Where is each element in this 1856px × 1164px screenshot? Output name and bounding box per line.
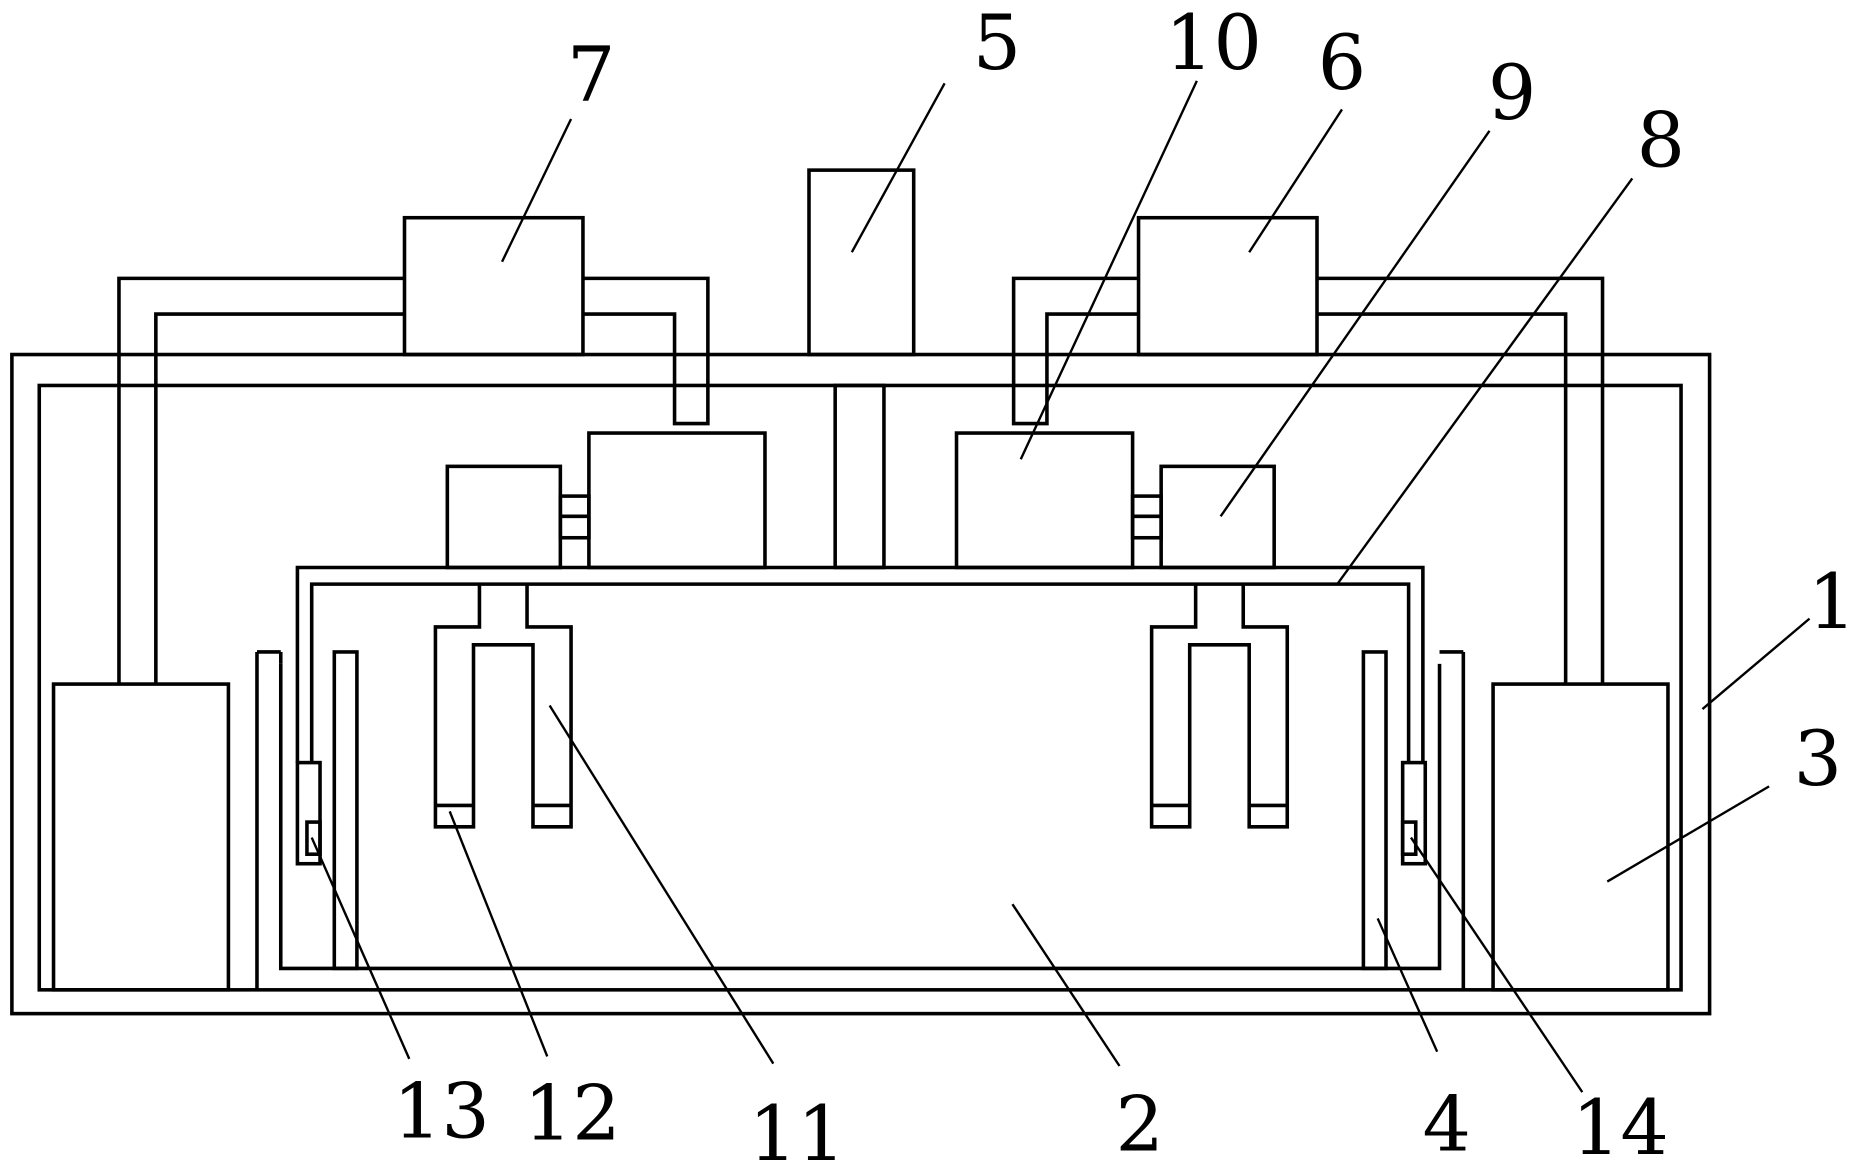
right-guide-plate	[1361, 650, 1388, 971]
right-sensor-housing	[1400, 760, 1428, 866]
pump-6	[1011, 215, 1605, 685]
left-pump-pipe-inner	[154, 312, 405, 685]
leader-13	[310, 837, 411, 1060]
leader-14	[1409, 836, 1584, 1093]
motor-body	[807, 168, 916, 357]
label-6: 6	[1318, 18, 1366, 107]
leader-9	[1219, 130, 1491, 518]
left-fork	[433, 584, 573, 829]
label-14: 14	[1572, 1083, 1669, 1164]
right-pump-outlet-pipe	[1011, 276, 1139, 426]
leader-2	[1011, 903, 1121, 1067]
motor-5	[807, 168, 916, 570]
left-tank	[51, 682, 231, 992]
left-spray-unit	[587, 431, 767, 570]
pump-7	[117, 215, 710, 685]
right-sensor-14	[1400, 820, 1418, 856]
motor-shaft	[833, 383, 886, 570]
left-pump-body	[402, 215, 585, 357]
leader-5	[850, 82, 946, 253]
chamber-2	[255, 650, 1466, 990]
housing-1	[10, 352, 1712, 1016]
right-tank	[1491, 682, 1670, 992]
leader-1	[1701, 617, 1811, 710]
guide-plates-4	[332, 650, 1388, 971]
sensors-13-14	[295, 760, 1428, 866]
frame-8	[295, 565, 1425, 763]
leader-7	[500, 118, 573, 263]
leader-12	[448, 810, 549, 1057]
frame-outer	[295, 565, 1425, 763]
label-10: 10	[1165, 0, 1262, 87]
chamber-outer	[278, 663, 1442, 971]
label-13: 13	[393, 1066, 490, 1155]
leader-11	[548, 704, 775, 1065]
leader-3	[1606, 785, 1770, 883]
housing-inner-wall	[37, 383, 1683, 992]
small-unit-9	[1159, 464, 1276, 570]
left-sensor-housing	[295, 760, 322, 866]
leader-lines	[310, 80, 1811, 1093]
label-8: 8	[1637, 96, 1685, 185]
right-fork	[1149, 584, 1290, 829]
left-small-unit	[445, 464, 563, 570]
label-12: 12	[524, 1069, 621, 1158]
forks-11	[433, 584, 1290, 829]
label-1: 1	[1808, 557, 1856, 646]
label-11: 11	[749, 1089, 846, 1164]
tanks-3	[51, 682, 1670, 992]
spray-units-9-10	[445, 431, 1276, 570]
label-5: 5	[973, 0, 1021, 87]
left-pump-outlet-pipe	[582, 276, 710, 426]
label-7: 7	[567, 30, 615, 119]
label-2: 2	[1116, 1079, 1164, 1164]
right-pump-pipe-outer	[1316, 276, 1605, 685]
housing-outer-wall	[10, 352, 1712, 1016]
spray-unit-10	[954, 431, 1135, 570]
label-4: 4	[1422, 1079, 1470, 1164]
label-3: 3	[1794, 714, 1842, 803]
left-sensor-13	[305, 820, 322, 856]
leader-6	[1248, 108, 1343, 253]
right-pump-body	[1136, 215, 1319, 357]
leader-8	[1336, 177, 1634, 585]
left-guide-plate	[332, 650, 359, 971]
reference-numerals: 1 2 3 4 5 6 7 8 9 10 11 12 13 14	[393, 0, 1856, 1164]
label-9: 9	[1488, 48, 1536, 137]
leader-4	[1376, 917, 1439, 1053]
left-pump-pipe-outer	[117, 276, 405, 685]
frame-inner	[309, 582, 1411, 763]
leader-10	[1019, 80, 1198, 460]
right-pump-pipe-inner	[1316, 312, 1568, 685]
